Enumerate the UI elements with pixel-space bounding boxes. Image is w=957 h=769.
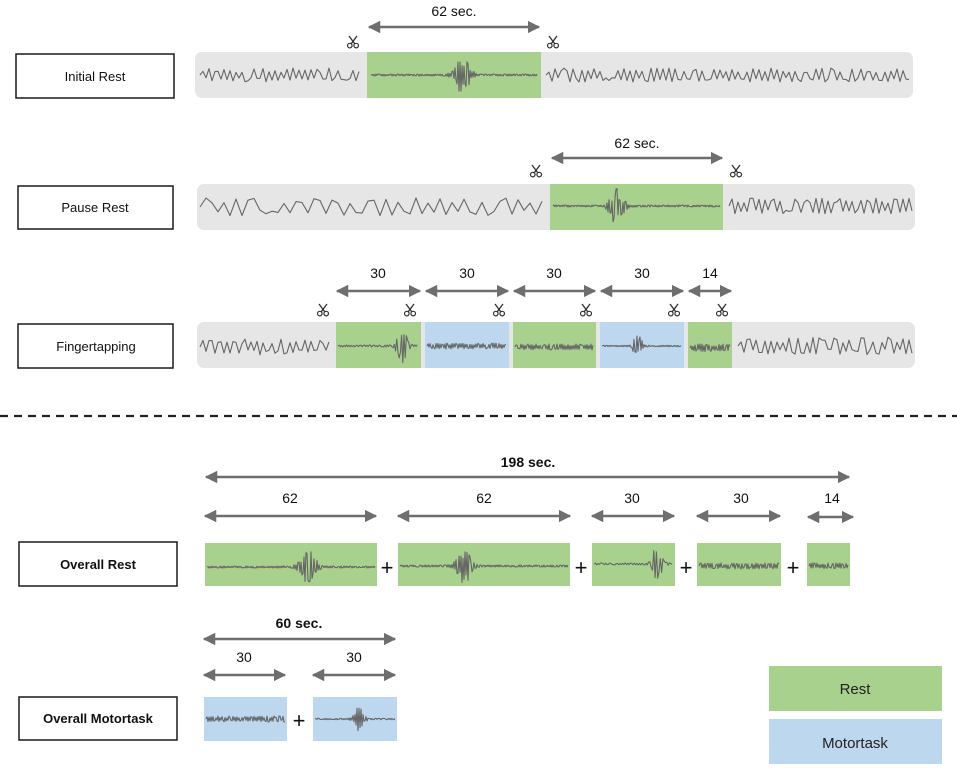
row-label-box [18,541,178,587]
signal-trace [426,342,506,350]
signal-trace [399,551,569,583]
signal-trace [593,550,673,579]
signal-trace [689,343,731,353]
signal-trace [199,67,360,83]
plus-sign: + [381,555,394,580]
row-label-box [15,53,175,99]
scissors-icon [316,303,330,317]
legend: Rest Motortask [769,666,942,764]
legend-rest-swatch [769,666,942,711]
row-label: Overall Rest [60,557,137,572]
total-duration-label: 60 sec. [276,615,323,631]
row-label-box [17,185,174,230]
row-label-box [18,696,178,741]
legend-rest-label: Rest [840,681,872,698]
scissors-icon [579,303,593,317]
signal-trace [205,715,286,723]
duration-label: 14 [702,265,718,281]
signal-trace [206,551,376,583]
signal-trace [514,343,594,351]
duration-label: 30 [733,490,749,506]
signal-trace [601,335,682,353]
signal-trace [728,197,913,215]
scissors-icon [346,35,360,49]
legend-motortask-swatch [769,719,942,764]
signal-trace [737,336,913,356]
row-label-box [17,323,174,369]
row-initial-rest: Initial Rest 62 sec. [15,3,913,99]
scissors-icon [667,303,681,317]
total-duration-label: 198 sec. [501,454,556,470]
signal-trace [370,61,538,92]
duration-label: 62 [476,490,492,506]
scissors-icon [546,35,560,49]
scissors-icon [529,164,543,178]
signal-trace [337,334,418,364]
row-label: Pause Rest [61,200,129,215]
scissors-icon [715,303,729,317]
signal-trace [808,562,849,570]
duration-label: 62 sec. [431,3,476,19]
row-label: Overall Motortask [43,711,154,726]
signal-trace [314,707,396,732]
row-overall-motortask: 60 sec. 30 30 Overall Motortask + [18,615,397,741]
duration-label: 30 [546,265,562,281]
duration-label: 30 [624,490,640,506]
plus-sign: + [575,555,588,580]
row-fingertapping: Fingertapping 30 30 30 30 14 [17,265,915,369]
plus-sign: + [787,555,800,580]
duration-label: 62 [282,490,298,506]
scissors-icon [492,303,506,317]
legend-motortask-label: Motortask [822,735,888,752]
rest-segment [205,543,377,586]
plus-sign: + [293,708,306,733]
signal-trace [199,197,543,217]
row-label: Initial Rest [65,69,126,84]
signal-trace [698,562,780,570]
duration-label: 30 [346,649,362,665]
duration-label: 14 [824,490,840,506]
scissors-icon [729,164,743,178]
row-label: Fingertapping [56,339,136,354]
duration-label: 62 sec. [614,135,659,151]
duration-label: 30 [236,649,252,665]
signal-trace [552,188,721,223]
scissors-icon [403,303,417,317]
duration-label: 30 [370,265,386,281]
signal-trace [545,67,910,83]
row-overall-rest: 198 sec. 62 62 30 30 14 Overall Rest + +… [18,454,855,587]
rest-segment [398,543,570,586]
signal-trace [199,338,330,356]
row-pause-rest: Pause Rest 62 sec. [17,135,915,230]
duration-label: 30 [459,265,475,281]
plus-sign: + [680,555,693,580]
duration-label: 30 [634,265,650,281]
